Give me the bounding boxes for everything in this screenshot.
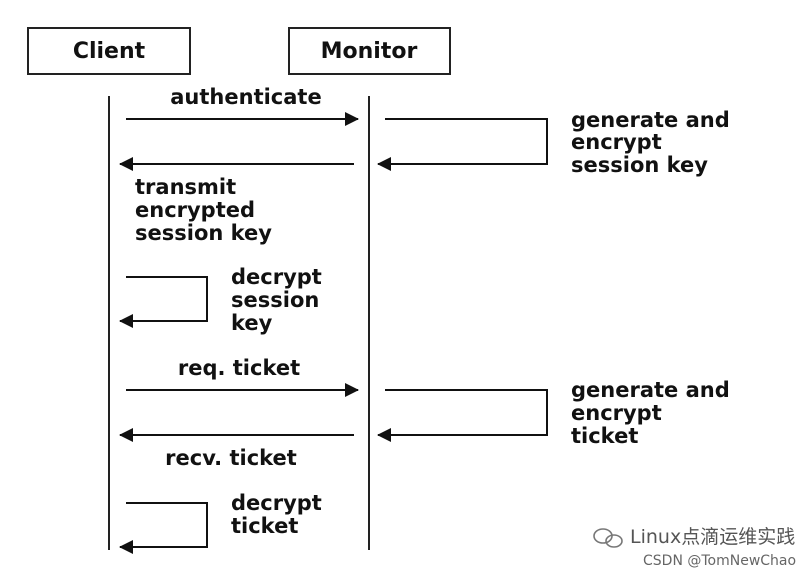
- client-label: Client: [73, 39, 146, 64]
- watermark-line1: Linux点滴运维实践: [630, 526, 795, 548]
- watermark-line2: CSDN @TomNewChao: [643, 553, 796, 569]
- svg-text:ticket: ticket: [231, 514, 298, 538]
- svg-text:ticket: ticket: [571, 424, 638, 448]
- transmit-note: transmit encrypted session key: [135, 175, 272, 245]
- decrypt-key-note: decrypt session key: [231, 265, 322, 335]
- generate-ticket-loop: [377, 389, 548, 442]
- decrypt-ticket-note: decrypt ticket: [231, 491, 322, 538]
- svg-text:key: key: [231, 311, 273, 335]
- generate-key-note: generate and encrypt session key: [571, 108, 730, 177]
- wechat-icon: [593, 528, 623, 548]
- decrypt-key-loop: [119, 276, 208, 328]
- svg-text:generate and: generate and: [571, 378, 730, 402]
- req-ticket-label: req. ticket: [178, 356, 300, 380]
- svg-text:decrypt: decrypt: [231, 265, 322, 289]
- monitor-box: Monitor: [288, 27, 451, 75]
- svg-text:session key: session key: [571, 153, 708, 177]
- svg-text:generate and: generate and: [571, 108, 730, 132]
- svg-text:session: session: [231, 288, 319, 312]
- svg-text:encrypt: encrypt: [571, 130, 662, 154]
- generate-key-loop: [377, 118, 548, 171]
- recv-ticket-label: recv. ticket: [165, 446, 297, 470]
- svg-text:encrypt: encrypt: [571, 401, 662, 425]
- decrypt-ticket-loop: [119, 502, 208, 554]
- client-box: Client: [27, 27, 191, 75]
- svg-text:transmit: transmit: [135, 175, 236, 199]
- svg-text:encrypted: encrypted: [135, 198, 255, 222]
- watermark: Linux点滴运维实践 CSDN @TomNewChao: [593, 526, 796, 569]
- authenticate-label: authenticate: [170, 85, 321, 109]
- svg-text:session key: session key: [135, 221, 272, 245]
- monitor-label: Monitor: [321, 39, 418, 64]
- svg-text:decrypt: decrypt: [231, 491, 322, 515]
- generate-ticket-note: generate and encrypt ticket: [571, 378, 730, 448]
